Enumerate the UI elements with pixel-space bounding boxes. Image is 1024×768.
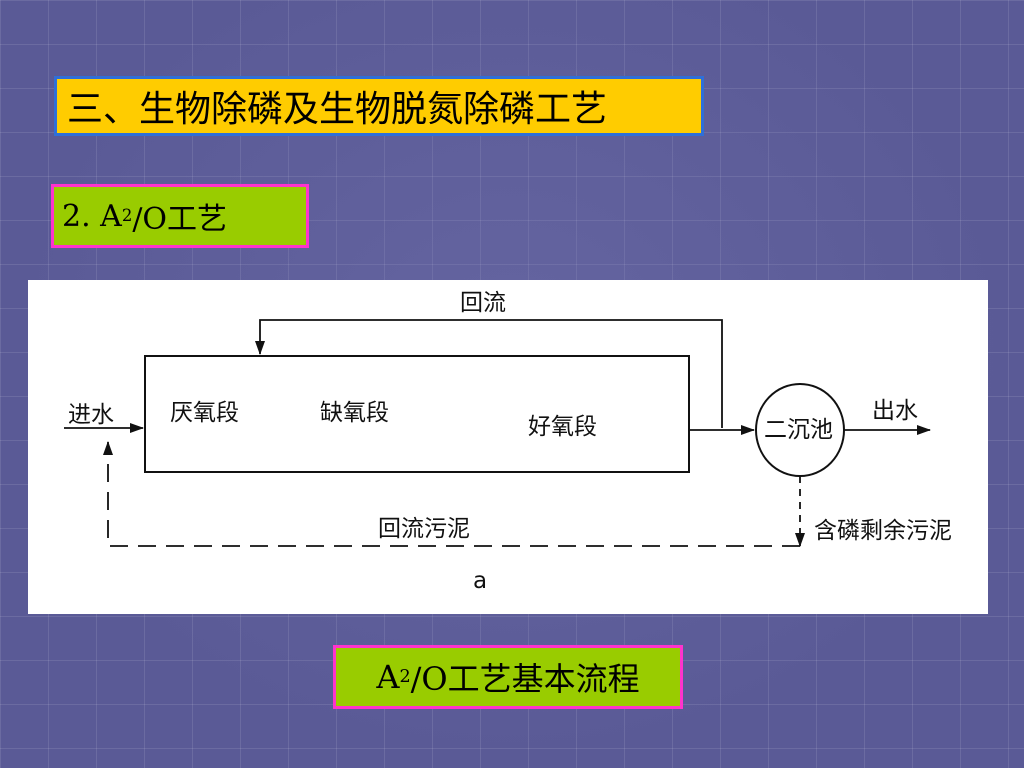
label-anoxic: 缺氧段 <box>320 400 389 426</box>
subtitle-suffix: /O工艺 <box>132 202 228 237</box>
label-return-flow: 回流 <box>460 290 506 316</box>
label-clarifier: 二沉池 <box>764 417 833 443</box>
return-sludge-line <box>103 441 800 547</box>
figure-label: a <box>473 568 487 594</box>
label-aerobic: 好氧段 <box>528 414 597 440</box>
label-anaerobic: 厌氧段 <box>170 400 239 426</box>
label-excess-sludge: 含磷剩余污泥 <box>814 518 952 544</box>
label-return-sludge: 回流污泥 <box>378 516 470 542</box>
return-flow-line <box>255 319 723 428</box>
label-outflow: 出水 <box>872 398 918 424</box>
subtitle-prefix: 2. A <box>62 198 122 234</box>
process-flow-diagram: 回流 进水 厌氧段 缺氧段 好氧段 二沉池 出水 回流污泥 含磷剩余污泥 a <box>28 280 988 614</box>
flow-diagram-svg: 回流 进水 厌氧段 缺氧段 好氧段 二沉池 出水 回流污泥 含磷剩余污泥 a <box>64 290 952 594</box>
caption-prefix: A <box>376 658 400 696</box>
slide-title: 三、生物除磷及生物脱氮除磷工艺 <box>54 76 704 136</box>
label-inflow: 进水 <box>68 402 114 428</box>
reactor-tank <box>144 355 690 473</box>
slide-title-text: 三、生物除磷及生物脱氮除磷工艺 <box>67 89 608 130</box>
caption-suffix: /O工艺基本流程 <box>410 660 640 698</box>
